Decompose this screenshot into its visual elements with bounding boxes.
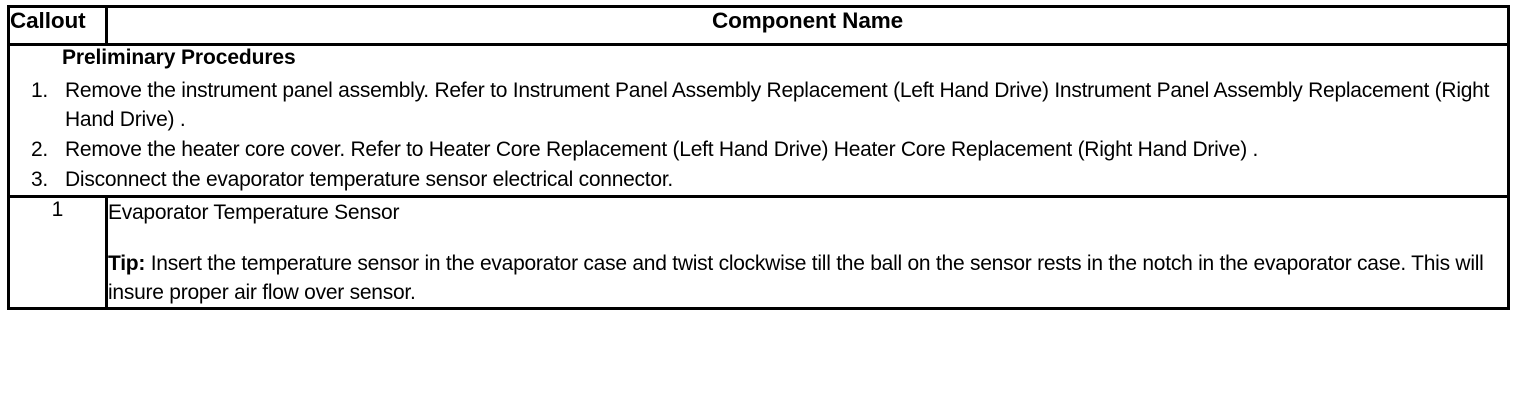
- preliminary-steps-list: 1. Remove the instrument panel assembly.…: [10, 76, 1507, 194]
- step-text: Remove the heater core cover. Refer to H…: [65, 138, 1259, 161]
- step-text: Disconnect the evaporator temperature se…: [65, 168, 673, 191]
- preliminary-procedures-cell: Preliminary Procedures 1. Remove the ins…: [7, 43, 1510, 198]
- component-description-cell: Evaporator Temperature Sensor Tip: Inser…: [105, 195, 1510, 310]
- table-header-row: Callout Component Name: [7, 5, 1510, 46]
- column-header-callout: Callout: [7, 5, 108, 46]
- list-item: 3. Disconnect the evaporator temperature…: [10, 165, 1507, 194]
- list-item: 1. Remove the instrument panel assembly.…: [10, 76, 1507, 134]
- step-text: Remove the instrument panel assembly. Re…: [65, 79, 1490, 131]
- service-procedure-table: Callout Component Name Preliminary Proce…: [7, 5, 1510, 310]
- step-number: 1.: [30, 79, 48, 102]
- preliminary-procedures-title: Preliminary Procedures: [62, 46, 296, 69]
- step-number: 2.: [30, 138, 48, 161]
- callout-number: 1: [7, 195, 108, 310]
- component-name-text: Evaporator Temperature Sensor: [108, 201, 400, 224]
- tip-text: Insert the temperature sensor in the eva…: [108, 252, 1484, 304]
- tip-label: Tip:: [108, 252, 146, 275]
- table-row: 1 Evaporator Temperature Sensor Tip: Ins…: [7, 195, 1510, 310]
- component-tip: Tip: Insert the temperature sensor in th…: [108, 249, 1507, 307]
- step-number: 3.: [30, 168, 48, 191]
- column-header-component-name: Component Name: [105, 5, 1510, 46]
- preliminary-procedures-row: Preliminary Procedures 1. Remove the ins…: [7, 43, 1510, 198]
- list-item: 2. Remove the heater core cover. Refer t…: [10, 135, 1507, 164]
